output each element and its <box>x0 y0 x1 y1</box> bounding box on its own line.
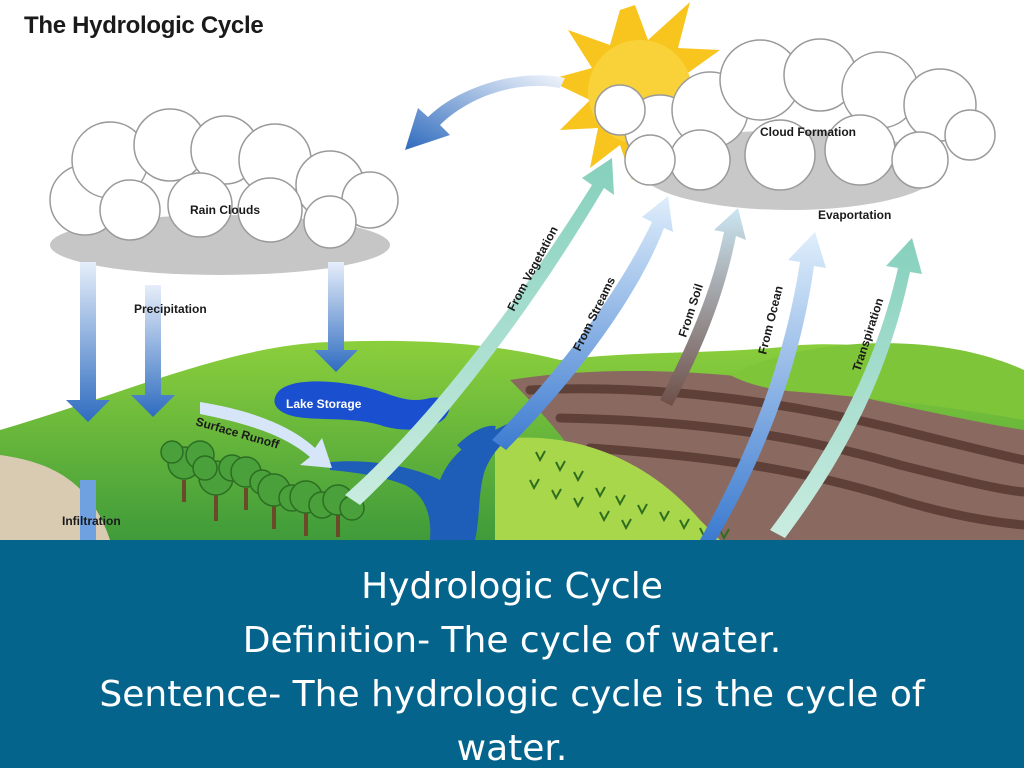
from-streams-arrow <box>492 196 673 450</box>
sun-to-clouds-arrow <box>405 75 565 150</box>
diagram-title: The Hydrologic Cycle <box>24 12 264 39</box>
caption-heading: Hydrologic Cycle <box>361 566 663 607</box>
rain-clouds <box>49 108 399 275</box>
cloud-formation-label: Cloud Formation <box>760 125 856 139</box>
lake-storage-label: Lake Storage <box>286 397 362 411</box>
trees <box>160 440 365 537</box>
from-ocean-arrow <box>700 232 826 540</box>
infiltration-label: Infiltration <box>62 514 121 528</box>
rain-clouds-label: Rain Clouds <box>190 203 260 217</box>
from-ocean-label: From Ocean <box>755 284 786 355</box>
precipitation-label: Precipitation <box>134 302 207 316</box>
lake-storage <box>274 381 450 430</box>
caption-definition: Definition- The cycle of water. <box>242 620 782 661</box>
evaporation-label: Evaportation <box>818 208 891 222</box>
transpiration-arrow <box>770 238 922 538</box>
infiltration-arrow <box>80 480 96 540</box>
caption-band: Hydrologic Cycle Definition- The cycle o… <box>0 540 1024 769</box>
hydrologic-cycle-diagram: Rain Clouds Precipitation Lake Storage S… <box>0 2 1024 540</box>
caption-sentence: Sentence- The hydrologic cycle is the cy… <box>99 674 925 715</box>
from-soil-arrow <box>660 208 746 406</box>
precipitation-arrows <box>66 262 358 422</box>
from-vegetation-arrow <box>345 158 614 505</box>
river-branch <box>457 425 496 451</box>
soil-bands <box>525 384 1024 530</box>
river <box>330 419 530 540</box>
surface-runoff-arrow <box>200 402 332 468</box>
caption-sentence-end: water. <box>456 728 568 769</box>
right-hill <box>730 343 1024 420</box>
cloud-formation <box>594 38 996 210</box>
meadow <box>495 437 720 540</box>
grass-marks <box>529 450 730 540</box>
